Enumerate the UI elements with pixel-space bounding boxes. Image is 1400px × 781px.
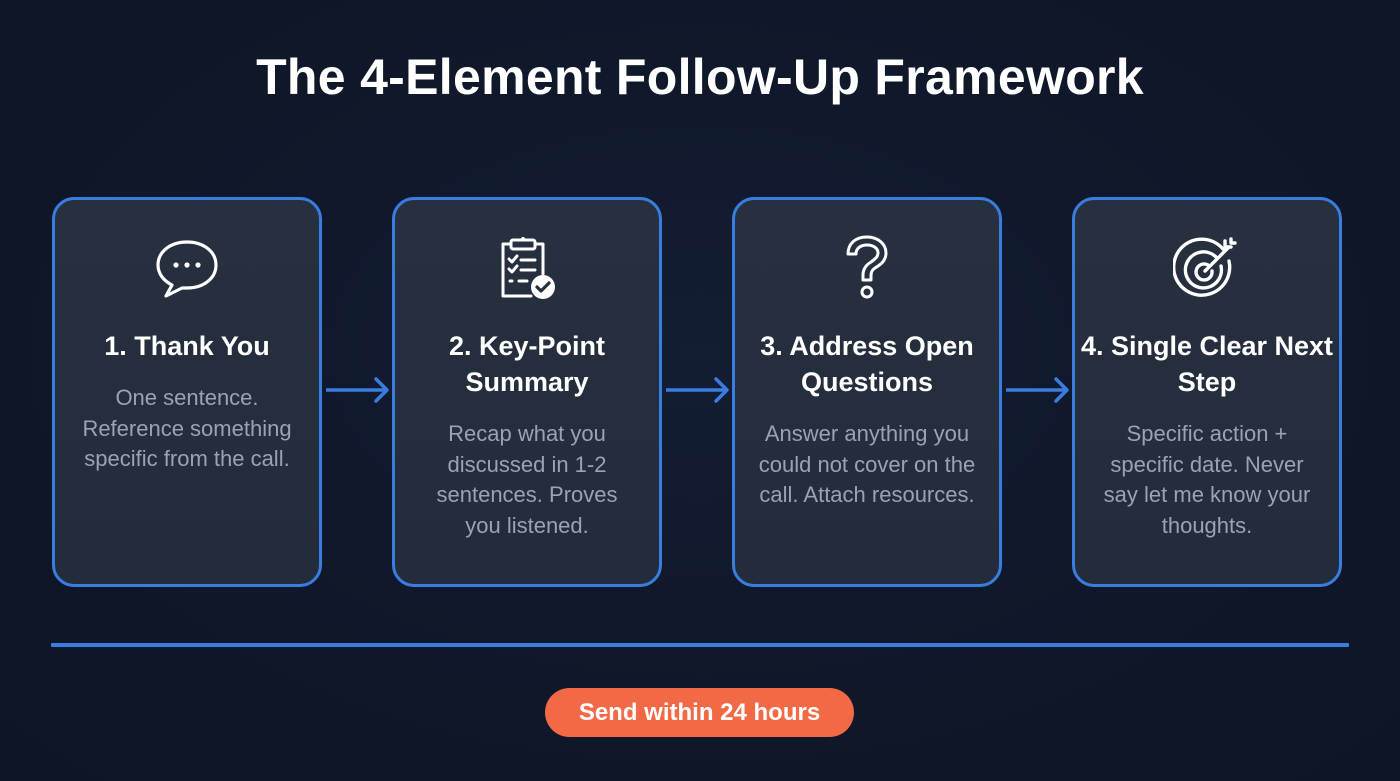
card-title: 3. Address Open Questions (760, 331, 974, 397)
card-key-point-summary: 2. Key-Point Summary Recap what you disc… (392, 197, 662, 587)
card-address-open-questions: 3. Address Open Questions Answer anythin… (732, 197, 1002, 587)
send-within-badge: Send within 24 hours (545, 688, 854, 737)
card-description: Specific action + specific date. Never s… (1103, 421, 1311, 538)
card-title: 4. Single Clear Next Step (1080, 331, 1334, 397)
card-title: 2. Key-Point Summary (448, 331, 606, 397)
card-thank-you: 1. Thank You One sentence. Reference som… (52, 197, 322, 587)
target-arrow-icon (1075, 234, 1339, 304)
clipboard-check-icon (395, 234, 659, 304)
speech-bubble-icon (55, 234, 319, 304)
divider-line (51, 643, 1349, 647)
card-description: Answer anything you could not cover on t… (758, 421, 976, 507)
card-title: 1. Thank You (104, 331, 270, 361)
arrow-right-icon (1006, 377, 1069, 403)
page-title: The 4-Element Follow-Up Framework (256, 49, 1144, 105)
arrow-right-icon (666, 377, 729, 403)
arrow-right-icon (326, 377, 389, 403)
card-description: One sentence. Reference something specif… (82, 385, 292, 471)
question-mark-icon (735, 234, 999, 304)
card-single-clear-next-step: 4. Single Clear Next Step Specific actio… (1072, 197, 1342, 587)
card-description: Recap what you discussed in 1-2 sentence… (436, 421, 618, 538)
